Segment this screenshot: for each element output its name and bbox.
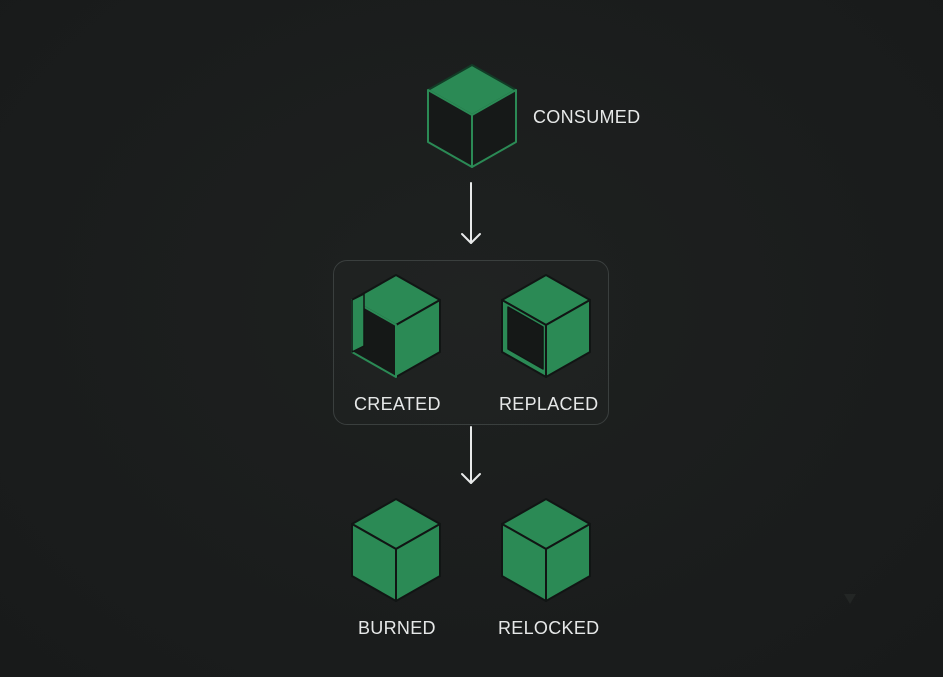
relocked-cube-icon <box>499 497 593 605</box>
consumed-label: CONSUMED <box>533 107 641 127</box>
arrow-down-icon <box>460 426 482 491</box>
arrow-down-icon <box>460 182 482 251</box>
consumed-cube-icon <box>424 63 520 171</box>
created-cube-icon <box>349 273 443 381</box>
replaced-label: REPLACED <box>499 394 599 414</box>
replaced-cube-icon <box>499 273 593 381</box>
burned-label: BURNED <box>358 618 436 638</box>
relocked-label: RELOCKED <box>498 618 600 638</box>
created-replaced-group <box>333 260 609 425</box>
faint-triangle-mark-icon <box>843 592 857 611</box>
created-label: CREATED <box>354 394 441 414</box>
burned-cube-icon <box>349 497 443 605</box>
